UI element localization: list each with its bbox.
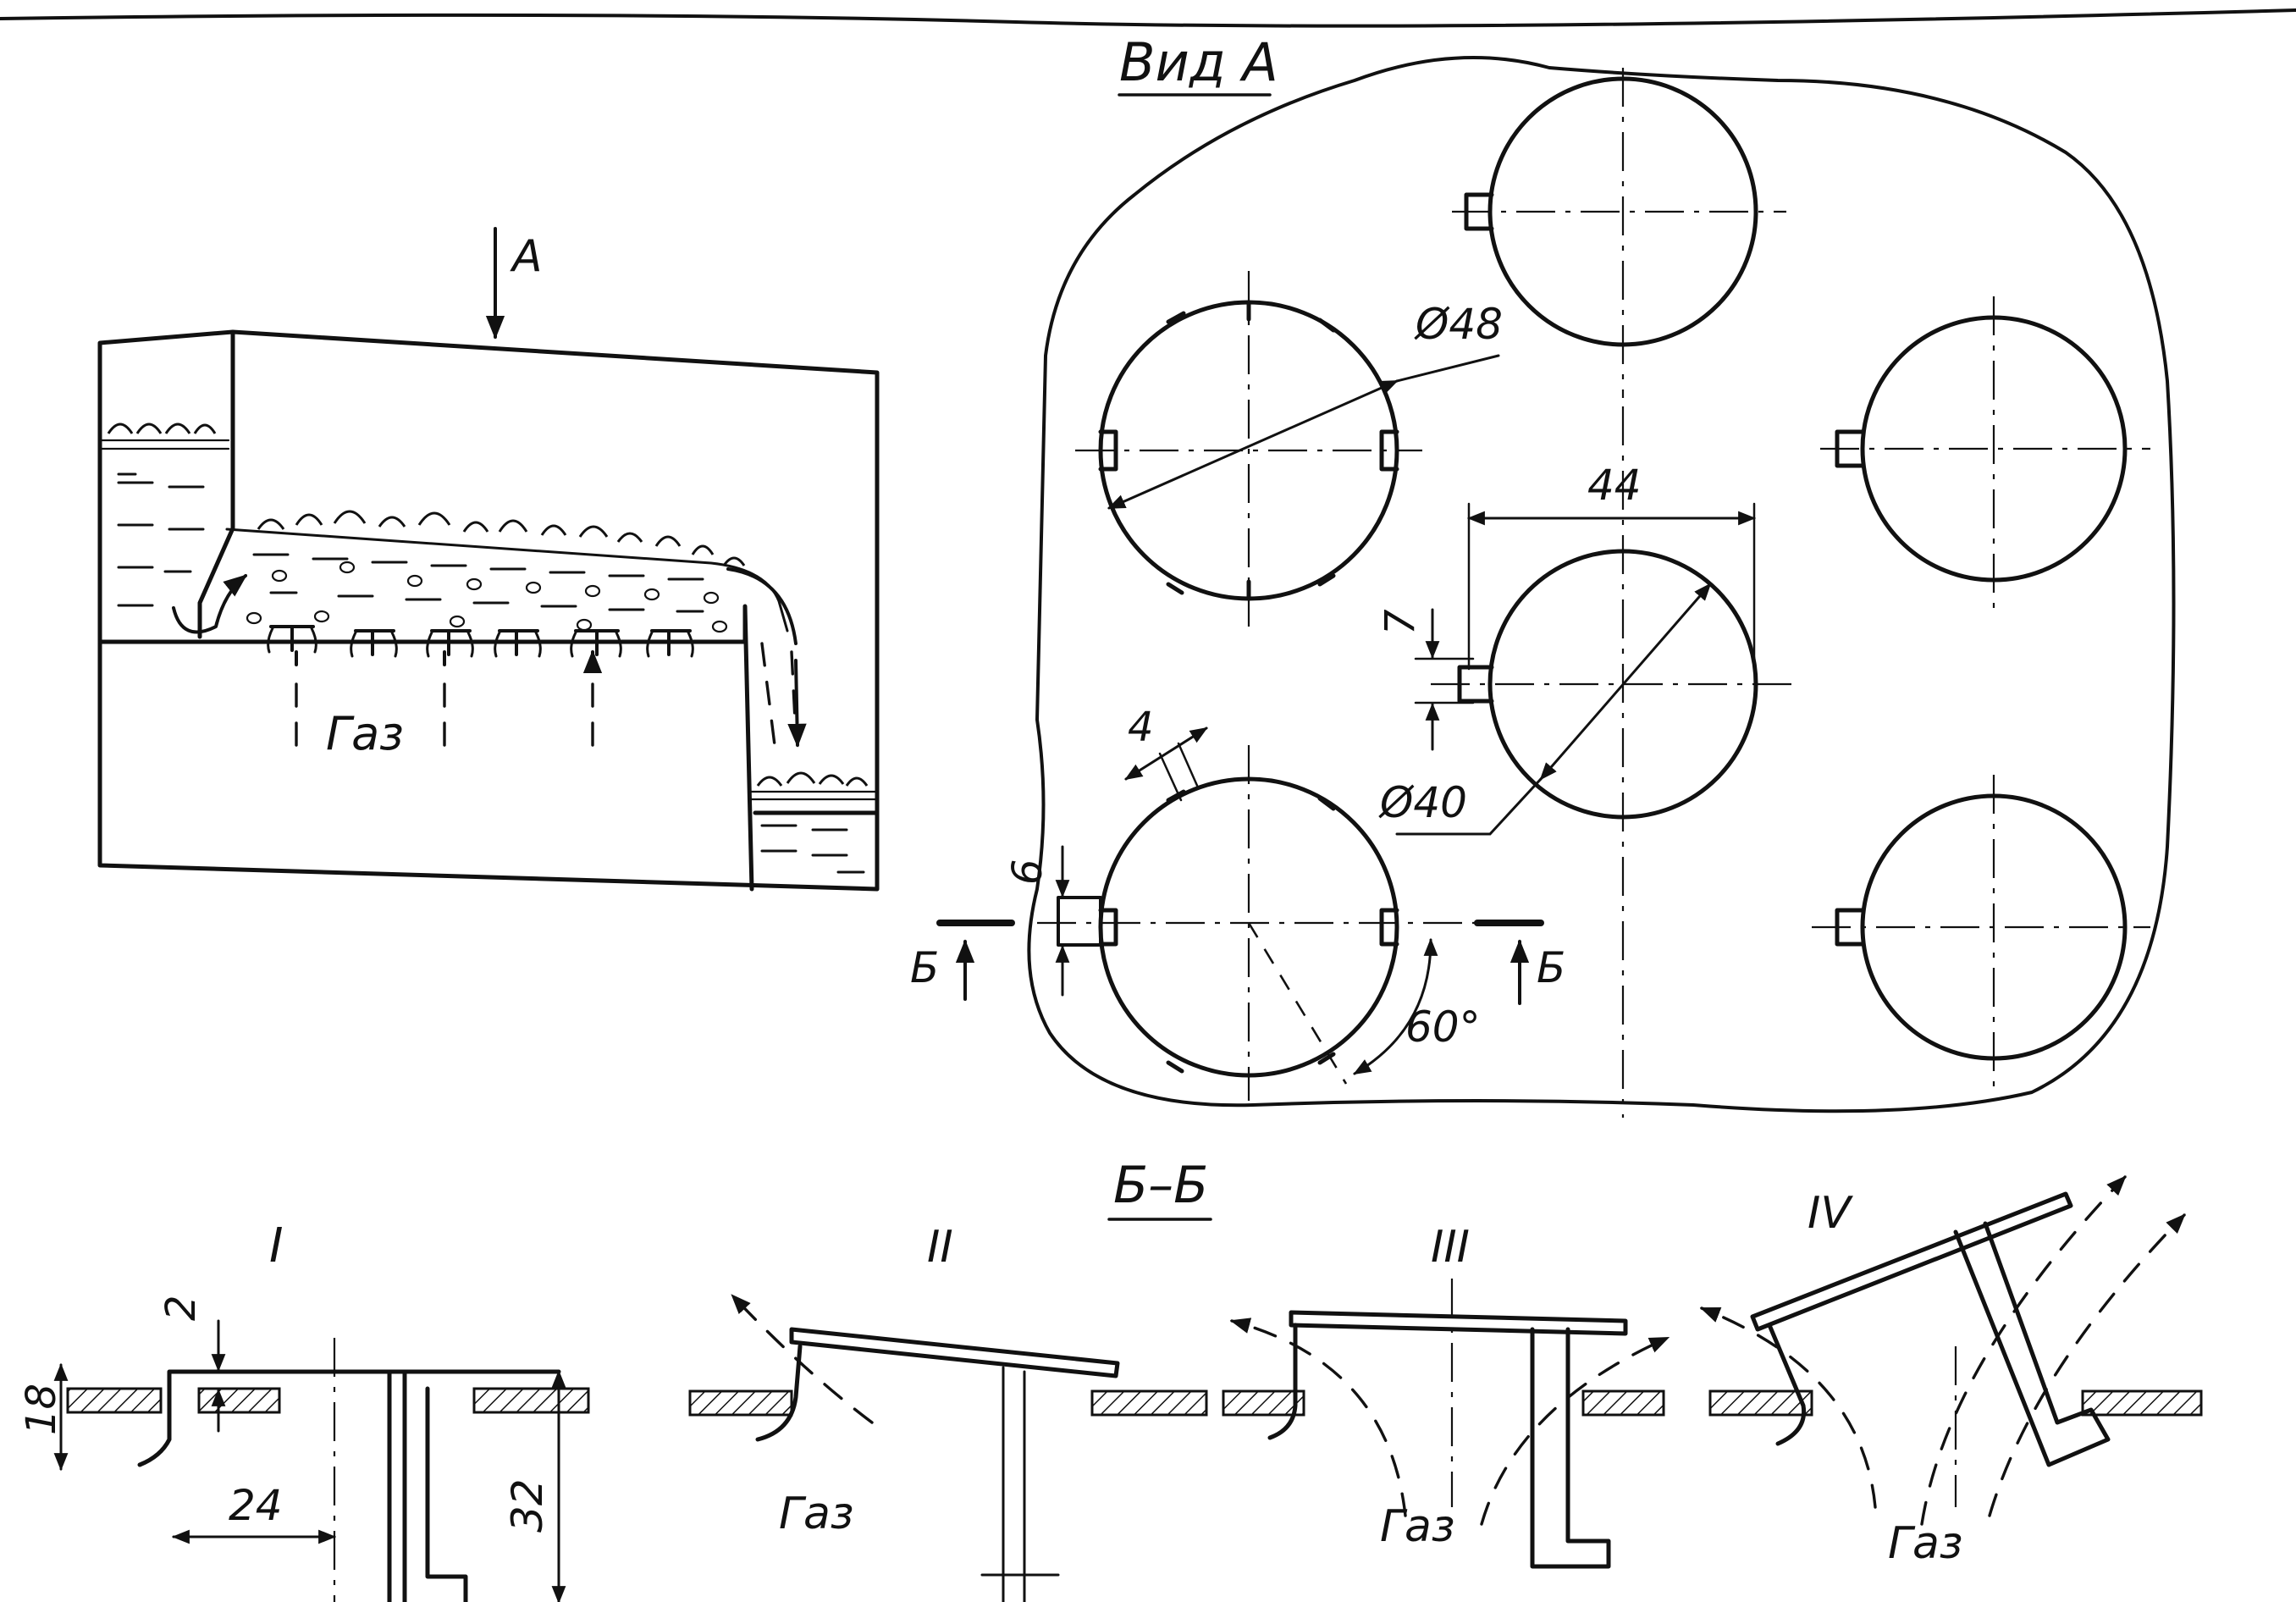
variant-i-leg-long [387,1369,468,1602]
dim-6-label: 6 [1004,859,1051,885]
dim-4-line [1124,726,1208,781]
view-a-arrow-label: А [510,231,543,282]
gas-arrows-up [295,667,594,747]
dim-44-label: 44 [1587,461,1642,510]
gas-label-iv: Газ [1888,1518,1963,1569]
variant-i-label: I [269,1218,284,1273]
gas-arrow-heads [295,652,593,665]
variant-i: I 18 2 24 32 [18,1218,590,1602]
variant-iv-gas-flow-mid [1920,1175,2127,1526]
froth-layer-dashes [252,553,704,613]
inlet-flow-arrow [172,574,248,634]
variant-i-plate-right [472,1387,590,1414]
tooth-slot-left [1057,896,1102,947]
section-mark-right: Б [1537,943,1565,992]
variant-iv-plate-right [2081,1389,2203,1417]
dim-7-label: 7 [1377,609,1424,635]
variant-i-dim-18-label: 18 [18,1384,65,1435]
view-a-title: Вид А [1119,31,1278,93]
variant-i-valve-cap [137,1369,561,1467]
variant-iv-plate-left [1708,1389,1813,1417]
toothed-hole-lower [1037,745,1524,1101]
dim-d48-label: Ø48 [1414,300,1503,349]
dim-4-ext-2 [1177,742,1200,789]
variant-i-dim-2-label: 2 [157,1295,205,1321]
variant-i-dim-24-label: 24 [229,1481,283,1530]
tray-outer-frame [97,329,880,892]
scan-top-edge [0,8,2296,28]
froth-bubbles [257,510,746,566]
variant-ii-plate-left [688,1389,793,1417]
variant-i-dim-32-label: 32 [503,1478,552,1533]
section-mark-left: Б [910,943,939,992]
inlet-downcomer-plate [197,526,235,639]
dim-60-label: 60° [1405,1003,1481,1052]
dim-d48-leader [1395,354,1500,383]
outlet-falling-liquid [760,642,798,747]
variant-ii-leg [755,1344,803,1442]
froth-layer-bubbles [246,561,728,633]
variant-iii-leg-right [1530,1327,1611,1569]
right-froth-bubbles [756,771,869,787]
dim-60-arc [1353,937,1438,1075]
variant-iii-leg-left [1267,1323,1298,1440]
variant-i-plate-mid [197,1387,281,1414]
left-pool-dashes [117,472,205,607]
dim-d48-line [1107,379,1399,510]
dim-d40-label: Ø40 [1378,778,1467,827]
variant-ii-leg-right [980,1366,1060,1602]
view-a-break-outline [1027,56,2176,1113]
variant-ii: II Газ [688,1222,1208,1602]
right-pool-dashes [760,824,865,874]
gas-label-main: Газ [326,707,404,760]
variant-iv-disc [1750,1191,2073,1332]
variant-ii-gas-flow [731,1294,874,1424]
variant-ii-label: II [927,1222,953,1273]
variant-iii: III Газ [1222,1222,1670,1569]
variant-iii-disc [1289,1310,1628,1336]
variant-i-plate-left [66,1387,163,1414]
gas-label-ii: Газ [779,1489,854,1539]
variant-iii-gas-flow-right [1480,1336,1670,1526]
dim-d40-line [1539,583,1712,781]
left-froth-bubbles [107,423,217,434]
dim-4-ext-1 [1158,752,1183,802]
outlet-flow-curve [726,567,798,645]
section-title: Б–Б [1113,1156,1208,1215]
gas-label-iii: Газ [1380,1501,1455,1552]
variant-iv-gas-flow-right [1988,1213,2186,1517]
variant-iv-leg-left [1767,1323,1807,1446]
variant-iii-label: III [1431,1222,1470,1273]
variant-iii-plate-left [1222,1389,1305,1417]
view-a: Вид А [910,31,2176,1118]
outlet-arrow [787,659,807,748]
variant-iv-label: IV [1808,1188,1853,1239]
outlet-wall [742,604,754,892]
variant-iii-plate-right [1581,1389,1665,1417]
variant-iv: IV Газ [1699,1175,2203,1569]
variant-iii-gas-flow-left [1229,1318,1407,1517]
dim-4-label: 4 [1128,704,1154,751]
variant-ii-disc [789,1327,1120,1378]
variant-iv-gas-flow-left [1699,1306,1877,1509]
dim-d40-leader [1395,777,1543,836]
variant-iv-leg-right [1953,1221,2111,1467]
variant-ii-plate-right [1090,1389,1208,1417]
tray-section: Газ А [97,227,880,892]
toothed-hole-upper [1075,271,1422,627]
